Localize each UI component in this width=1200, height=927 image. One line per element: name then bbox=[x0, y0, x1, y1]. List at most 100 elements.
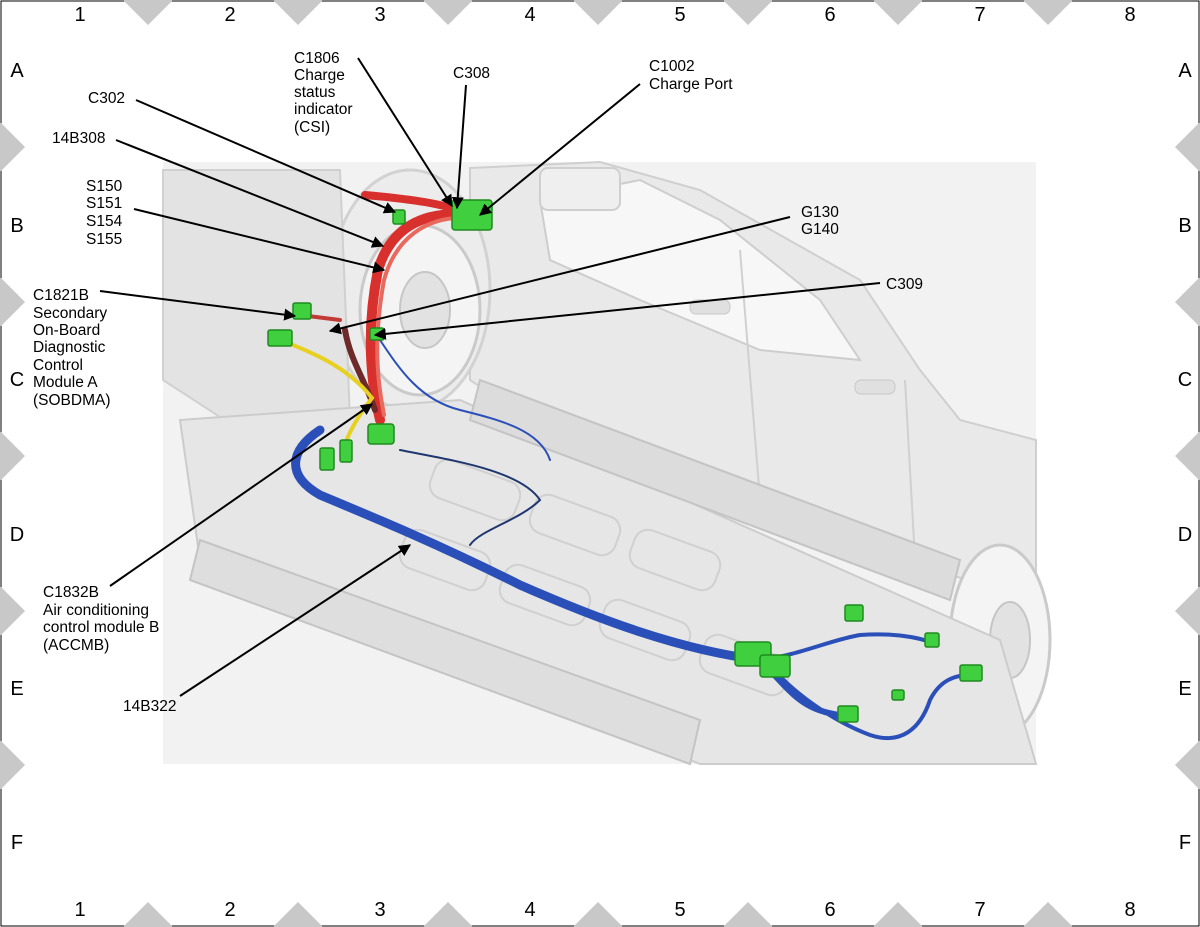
right-tab bbox=[1175, 740, 1200, 790]
col-label-top: 5 bbox=[674, 4, 685, 26]
door-handle bbox=[854, 379, 896, 395]
leader-c1806 bbox=[357, 57, 453, 208]
front-wheel-hub bbox=[399, 271, 451, 349]
row-label-right: B bbox=[1178, 215, 1191, 237]
left-tab bbox=[0, 277, 25, 327]
col-label-top: 7 bbox=[974, 4, 985, 26]
callout-c302: C302 bbox=[88, 90, 125, 107]
bottom-tab bbox=[873, 902, 923, 927]
top-tab bbox=[873, 0, 923, 25]
row-label-right: A bbox=[1178, 60, 1192, 82]
leader-c302 bbox=[135, 99, 397, 214]
right-tab bbox=[1175, 122, 1200, 172]
bottom-tab bbox=[1023, 902, 1073, 927]
col-label-bottom: 7 bbox=[974, 899, 985, 921]
row-label-left: E bbox=[10, 678, 23, 700]
left-tab bbox=[0, 740, 25, 790]
leader-c308 bbox=[451, 84, 467, 210]
left-tab bbox=[0, 586, 25, 636]
callout-c1806: C1806 Charge status indicator (CSI) bbox=[294, 50, 357, 136]
bottom-tab bbox=[273, 902, 323, 927]
door-seam bbox=[904, 379, 916, 561]
connector bbox=[891, 689, 905, 701]
top-tab bbox=[273, 0, 323, 25]
col-label-bottom: 2 bbox=[224, 899, 235, 921]
col-label-top: 3 bbox=[374, 4, 385, 26]
col-label-top: 4 bbox=[524, 4, 535, 26]
connector bbox=[924, 632, 940, 648]
callout-c309: C309 bbox=[886, 276, 923, 293]
leader-splices bbox=[133, 208, 386, 274]
right-tab bbox=[1175, 277, 1200, 327]
top-tab bbox=[723, 0, 773, 25]
connector-c302 bbox=[392, 209, 406, 225]
connector bbox=[319, 447, 335, 471]
frame-rail bbox=[188, 538, 702, 766]
col-label-bottom: 5 bbox=[674, 899, 685, 921]
top-tab bbox=[423, 0, 473, 25]
leader-c1002 bbox=[479, 83, 641, 216]
bottom-tab bbox=[723, 902, 773, 927]
callout-14b308: 14B308 bbox=[52, 130, 105, 147]
col-label-top: 6 bbox=[824, 4, 835, 26]
connectors bbox=[267, 199, 983, 723]
col-label-bottom: 4 bbox=[524, 899, 535, 921]
right-tab bbox=[1175, 431, 1200, 481]
col-label-top: 2 bbox=[224, 4, 235, 26]
row-label-right: E bbox=[1178, 678, 1191, 700]
leader-14b308 bbox=[115, 139, 385, 248]
col-label-bottom: 6 bbox=[824, 899, 835, 921]
top-tab bbox=[1023, 0, 1073, 25]
row-label-left: D bbox=[10, 524, 24, 546]
connector-sobdma bbox=[267, 329, 293, 347]
leader-c1821b bbox=[99, 290, 297, 321]
top-tab bbox=[123, 0, 173, 25]
connector-c1832b bbox=[367, 423, 395, 445]
side-mirror bbox=[539, 167, 621, 211]
running-board bbox=[468, 378, 962, 602]
connector bbox=[959, 664, 983, 682]
bottom-tab bbox=[123, 902, 173, 927]
callout-splices: S150 S151 S154 S155 bbox=[86, 178, 127, 248]
row-label-left: C bbox=[10, 369, 24, 391]
row-label-left: B bbox=[10, 215, 23, 237]
connector bbox=[844, 604, 864, 622]
connector bbox=[837, 705, 859, 723]
right-tab bbox=[1175, 586, 1200, 636]
vehicle-illustration bbox=[162, 160, 1052, 766]
row-label-left: F bbox=[11, 832, 23, 854]
col-label-bottom: 3 bbox=[374, 899, 385, 921]
col-label-top: 1 bbox=[74, 4, 85, 26]
callout-labels: C1806 Charge status indicator (CSI) C308… bbox=[33, 50, 923, 715]
leader-c309 bbox=[373, 282, 881, 340]
callout-c1002: C1002 Charge Port bbox=[649, 58, 733, 93]
col-label-top: 8 bbox=[1124, 4, 1135, 26]
leader-lines bbox=[99, 57, 881, 697]
bottom-tab bbox=[573, 902, 623, 927]
connector bbox=[759, 654, 791, 678]
col-label-bottom: 8 bbox=[1124, 899, 1135, 921]
callout-c1832b: C1832B Air conditioning control module B… bbox=[43, 584, 164, 654]
callout-c308: C308 bbox=[453, 65, 490, 82]
row-label-left: A bbox=[10, 60, 24, 82]
cab-window bbox=[538, 178, 863, 362]
leader-14b322 bbox=[179, 544, 412, 697]
connector-c1821b bbox=[292, 302, 312, 320]
row-label-right: F bbox=[1179, 832, 1191, 854]
top-tab bbox=[573, 0, 623, 25]
col-label-bottom: 1 bbox=[74, 899, 85, 921]
callout-14b322: 14B322 bbox=[123, 698, 176, 715]
callout-g130-g140: G130 G140 bbox=[801, 204, 843, 238]
connector bbox=[339, 439, 353, 463]
row-label-right: C bbox=[1178, 369, 1192, 391]
left-tab bbox=[0, 431, 25, 481]
leader-g130 bbox=[328, 216, 791, 335]
left-tab bbox=[0, 122, 25, 172]
bottom-tab bbox=[423, 902, 473, 927]
engine-bay bbox=[162, 169, 352, 432]
callout-c1821b: C1821B Secondary On-Board Diagnostic Con… bbox=[33, 287, 111, 409]
leader-c1832b bbox=[109, 403, 373, 587]
row-label-right: D bbox=[1178, 524, 1192, 546]
